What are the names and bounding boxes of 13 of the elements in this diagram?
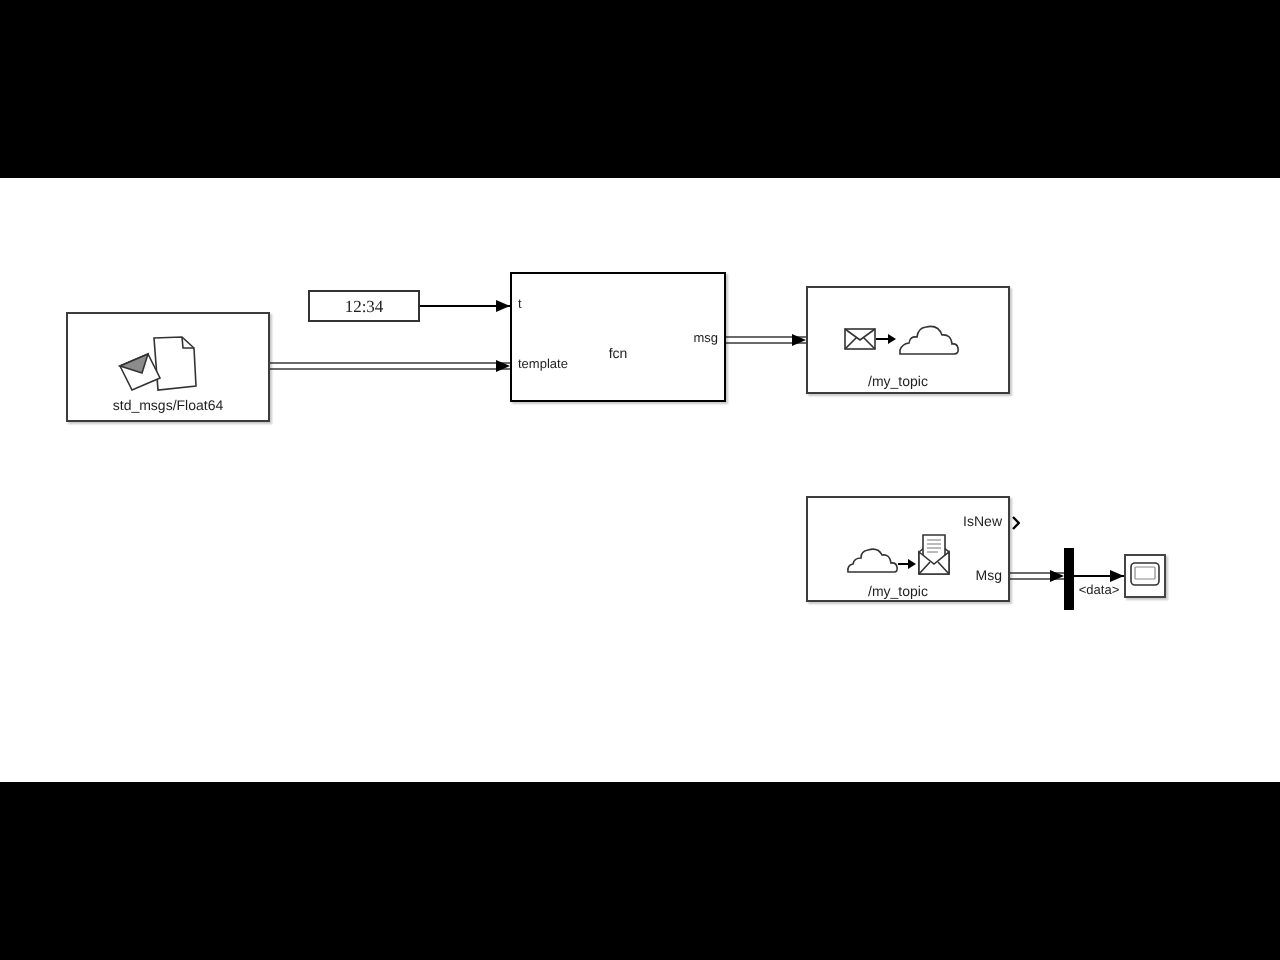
bus-selector-bar xyxy=(1064,548,1074,610)
constant-value: 12:34 xyxy=(344,295,384,317)
bus-arrow xyxy=(726,334,806,346)
function-block xyxy=(510,272,726,402)
constant-block xyxy=(308,290,420,322)
arrow xyxy=(419,300,511,312)
bus-arrow xyxy=(1010,570,1064,582)
subscribe-block xyxy=(806,496,1010,602)
bus-arrow xyxy=(270,360,510,372)
publish-block xyxy=(806,286,1010,394)
message-block xyxy=(66,312,270,422)
arrow xyxy=(1073,570,1125,582)
scope-block xyxy=(1124,554,1166,598)
